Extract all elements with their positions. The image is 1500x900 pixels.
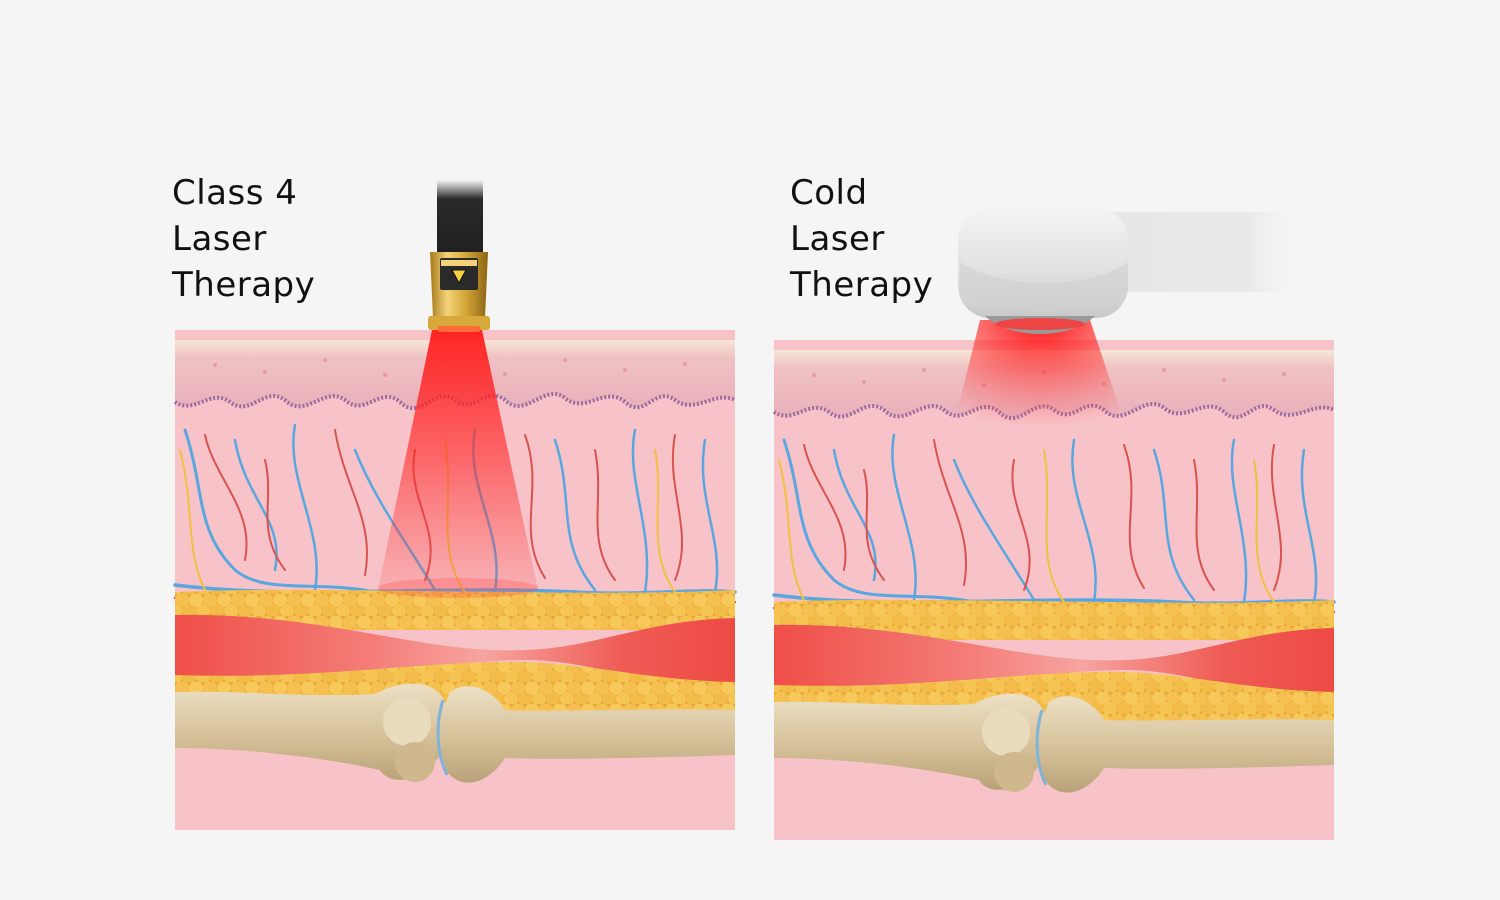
handheld-laser-device-icon (958, 208, 1310, 334)
laser-glow-cold (950, 320, 1130, 440)
title-line: Therapy (172, 265, 316, 305)
title-line: Cold (790, 173, 868, 213)
title-line: Therapy (790, 265, 934, 305)
panel-title-cold: Cold Laser Therapy (790, 170, 933, 308)
laser-beam-class4 (378, 330, 538, 590)
title-line: Laser (790, 219, 885, 259)
title-line: Laser (172, 219, 267, 259)
panel-title-class4: Class 4 Laser Therapy (172, 170, 315, 308)
title-line: Class 4 (172, 173, 298, 213)
laser-probe-icon (428, 180, 490, 332)
